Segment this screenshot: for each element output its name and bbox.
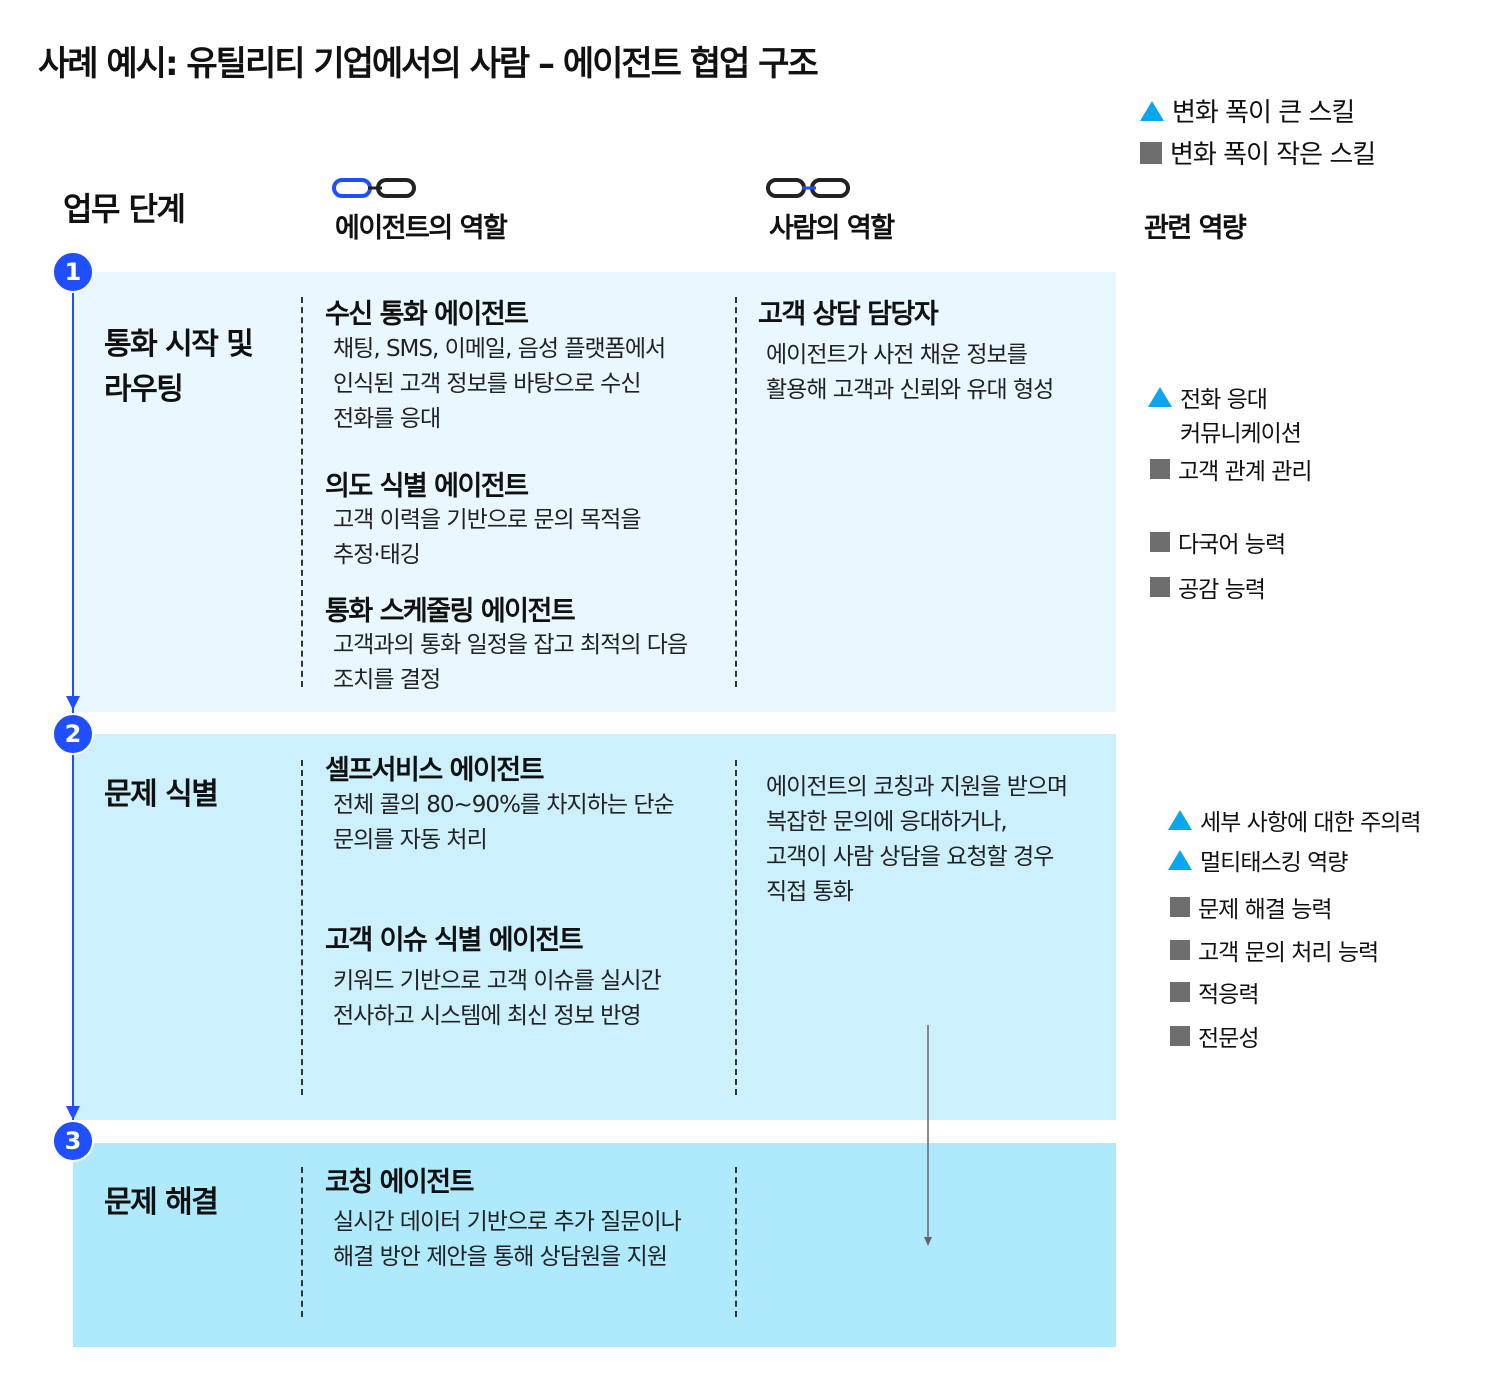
agent-title: 셀프서비스 에이전트 (325, 755, 544, 786)
stage-3-panel (73, 1143, 1116, 1347)
agent-title: 고객 이슈 식별 에이전트 (325, 925, 584, 956)
human-title: 고객 상담 담당자 (758, 299, 939, 330)
skill-item: 공감 능력 (1150, 570, 1266, 604)
divider (735, 297, 737, 687)
divider (735, 1167, 737, 1317)
square-icon (1170, 982, 1190, 1002)
square-icon (1150, 577, 1170, 597)
triangle-icon (1168, 810, 1192, 830)
agent-title: 코칭 에이전트 (325, 1167, 474, 1198)
header-stage: 업무 단계 (63, 190, 186, 228)
skill-item: 고객 관계 관리 (1150, 452, 1313, 486)
header-agent: 에이전트의 역할 (335, 213, 508, 244)
step-1-badge: 1 (52, 251, 94, 293)
skill-item: 전화 응대 (1148, 380, 1268, 414)
timeline-arrow (66, 290, 80, 1120)
triangle-icon (1168, 850, 1192, 870)
divider (301, 760, 303, 1095)
legend-high: 변화 폭이 큰 스킬 (1140, 92, 1355, 129)
legend-low: 변화 폭이 작은 스킬 (1140, 134, 1376, 171)
square-icon (1170, 1026, 1190, 1046)
link-icon (332, 178, 416, 198)
stage-2-name: 문제 식별 (104, 777, 219, 812)
square-icon (1170, 897, 1190, 917)
flow-arrow (924, 1025, 932, 1246)
header-skills: 관련 역량 (1144, 213, 1247, 244)
skill-item: 문제 해결 능력 (1170, 890, 1333, 924)
square-icon (1150, 532, 1170, 552)
agent-title: 통화 스케줄링 에이전트 (325, 596, 576, 627)
skill-item: 고객 문의 처리 능력 (1170, 933, 1379, 967)
divider (301, 297, 303, 687)
step-2-badge: 2 (52, 713, 94, 755)
agent-title: 의도 식별 에이전트 (325, 471, 529, 502)
legend-label: 변화 폭이 작은 스킬 (1170, 140, 1376, 170)
square-icon (1140, 141, 1162, 164)
skill-item: 멀티태스킹 역량 (1168, 843, 1348, 877)
triangle-icon (1140, 100, 1164, 121)
link-icon (766, 178, 850, 198)
stage-1-panel (73, 272, 1116, 712)
square-icon (1150, 459, 1170, 479)
header-human: 사람의 역할 (769, 213, 895, 244)
skill-item: 적응력 (1170, 975, 1259, 1009)
legend-label: 변화 폭이 큰 스킬 (1172, 98, 1355, 128)
square-icon (1170, 940, 1190, 960)
page-title: 사례 예시: 유틸리티 기업에서의 사람 – 에이전트 협업 구조 (38, 44, 819, 84)
skill-item: 세부 사항에 대한 주의력 (1168, 803, 1422, 837)
divider (301, 1167, 303, 1317)
agent-title: 수신 통화 에이전트 (325, 299, 529, 330)
skill-item: 커뮤니케이션 (1180, 421, 1302, 447)
step-3-badge: 3 (52, 1120, 94, 1162)
skill-item: 다국어 능력 (1150, 525, 1286, 559)
skill-item: 전문성 (1170, 1019, 1259, 1053)
triangle-icon (1148, 387, 1172, 407)
stage-2-panel (73, 734, 1116, 1120)
stage-3-name: 문제 해결 (104, 1185, 219, 1220)
divider (735, 760, 737, 1095)
